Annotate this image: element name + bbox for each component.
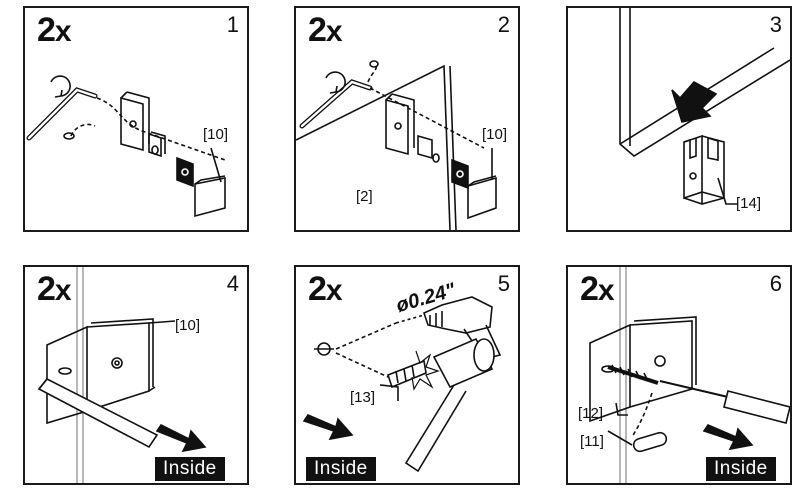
arrow-down-icon	[671, 80, 718, 123]
arrow-inside-icon	[155, 423, 207, 453]
part-label-10: [10]	[175, 317, 201, 334]
hex-key-icon	[26, 87, 98, 141]
gasket	[417, 134, 433, 160]
step-5-illustration	[302, 296, 502, 473]
quantity-label: 2x	[37, 11, 72, 49]
quantity-label: 2x	[37, 270, 72, 308]
part-label-14: [14]	[736, 195, 762, 212]
cover-plate	[467, 176, 497, 220]
part-label-10: [10]	[203, 126, 229, 143]
quantity-label: 2x	[308, 11, 343, 49]
step-panel-6: 2x 6 [12] [11] Inside	[566, 265, 792, 485]
pencil-icon	[37, 377, 159, 449]
glass-edge	[619, 8, 790, 157]
clamp-plate	[385, 98, 409, 156]
square-pad	[176, 156, 194, 188]
wall-anchor	[387, 359, 427, 389]
step-6-illustration	[589, 267, 790, 483]
gasket	[148, 132, 162, 158]
inside-label: Inside	[706, 457, 776, 481]
quantity-label: 2x	[580, 270, 615, 308]
step-panel-5: 2x 5 ø0.24" [13] Inside	[294, 265, 520, 485]
screw-icon	[607, 365, 659, 385]
part-label-10: [10]	[482, 126, 508, 143]
drill-icon	[423, 296, 493, 334]
step-number: 5	[497, 271, 510, 296]
screwdriver-icon	[723, 390, 790, 424]
cover-plate	[194, 177, 226, 218]
glass-pane	[296, 64, 451, 230]
part-label-13: [13]	[350, 389, 376, 406]
set-screw-icon	[63, 132, 75, 140]
step-number: 2	[497, 12, 510, 37]
arrow-inside-icon	[702, 424, 754, 451]
arrow-inside-icon	[302, 414, 354, 441]
step-1-illustration	[26, 75, 226, 218]
part-label-11: [11]	[580, 433, 604, 450]
clamp-plate	[120, 96, 144, 152]
step-panel-3: 3 [14]	[566, 6, 792, 232]
cover-cap	[632, 431, 668, 453]
step-panel-1: 2x 1 [10]	[23, 6, 249, 232]
step-panel-4: 2x 4 [10] Inside	[23, 265, 249, 485]
step-2-illustration	[296, 60, 497, 230]
inside-label: Inside	[155, 457, 225, 481]
step-3-illustration	[619, 8, 790, 205]
part-label-12: [12]	[578, 405, 604, 422]
quantity-label: 2x	[308, 270, 343, 308]
step-number: 4	[226, 271, 239, 296]
step-number: 6	[769, 271, 782, 296]
rotate-arrow-icon	[50, 75, 71, 97]
inside-label: Inside	[306, 457, 376, 481]
bottom-guide	[683, 134, 703, 200]
rotate-arrow-icon	[325, 71, 346, 93]
step-number: 1	[226, 12, 239, 37]
step-number: 3	[769, 12, 782, 37]
step-panel-2: 2x 2 [10] [2]	[294, 6, 520, 232]
set-screw-icon	[369, 60, 379, 68]
step-4-illustration	[37, 267, 207, 483]
part-label-2: [2]	[356, 188, 373, 205]
